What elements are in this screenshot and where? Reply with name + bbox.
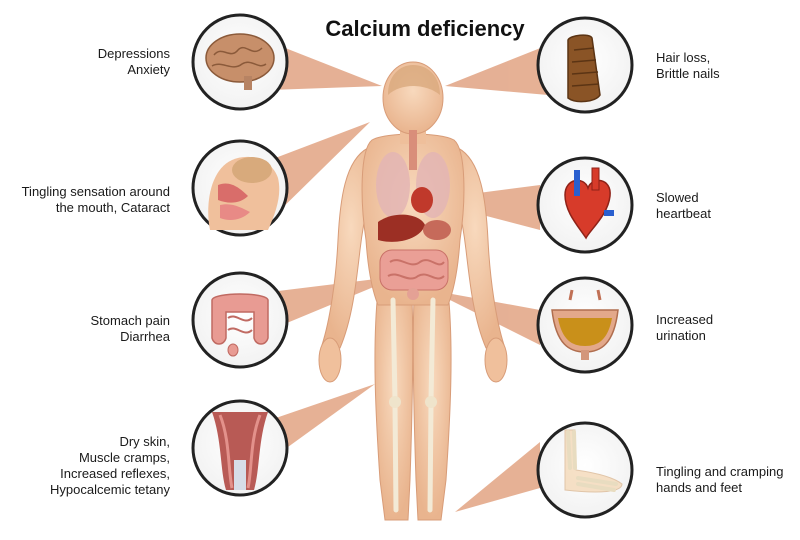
bladder-icon [538, 278, 632, 372]
label-hair: Hair loss, Brittle nails [656, 50, 796, 82]
intestine-icon [193, 273, 287, 367]
foot-bones-icon [538, 423, 632, 517]
label-heart: Slowed heartbeat [656, 190, 796, 222]
label-intestine: Stomach pain Diarrhea [40, 313, 170, 345]
label-bladder: Increased urination [656, 312, 796, 344]
label-brain: Depressions Anxiety [40, 46, 170, 78]
heart-icon [538, 158, 632, 252]
brain-icon [193, 15, 287, 109]
hair-strand-icon [538, 18, 632, 112]
beam-foot [455, 442, 540, 512]
label-mouth: Tingling sensation around the mouth, Cat… [0, 184, 170, 216]
label-foot: Tingling and cramping hands and feet [656, 464, 796, 496]
muscle-icon [193, 401, 287, 495]
page-title: Calcium deficiency [300, 16, 550, 42]
beam-hair [445, 45, 548, 95]
head-cross-section-icon [193, 141, 287, 235]
label-muscle: Dry skin, Muscle cramps, Increased refle… [20, 434, 170, 498]
